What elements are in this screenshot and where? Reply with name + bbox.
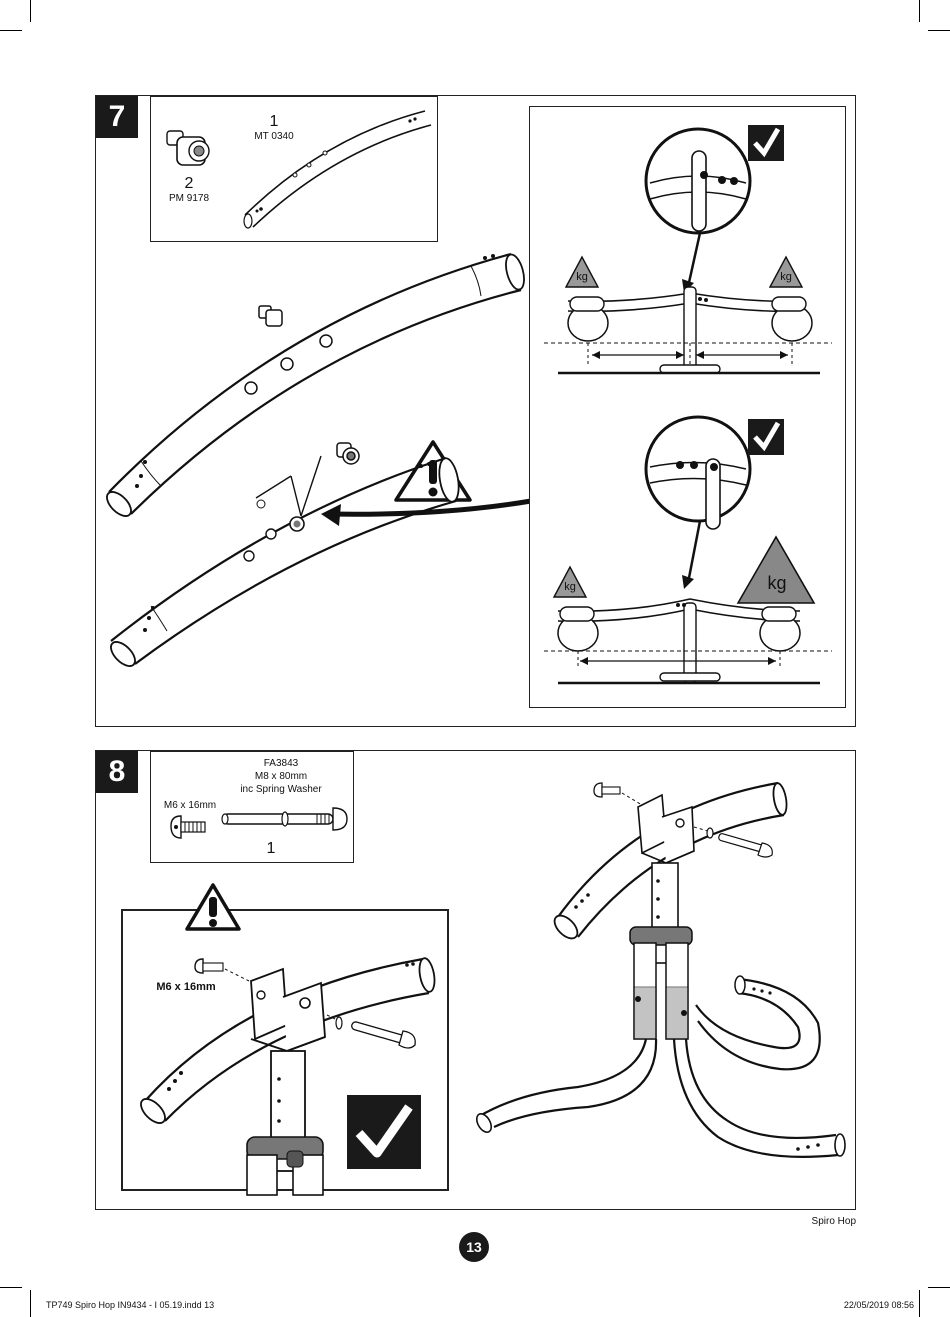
screw-label: M6 x 16mm: [163, 800, 217, 811]
weight-label-large: kg: [767, 573, 787, 593]
step-number: 7: [96, 96, 138, 138]
warning-icon: [185, 883, 241, 931]
bolt-qty: 1: [266, 840, 276, 857]
crop-mark: [919, 1290, 920, 1317]
parts-box: 2 PM 9178 1 MT 0340: [150, 96, 438, 242]
part-2-code: PM 9178: [168, 193, 210, 204]
part-2-qty: 2: [184, 175, 194, 192]
crop-mark: [0, 30, 22, 31]
weight-label: kg: [780, 271, 792, 283]
crop-mark: [0, 1287, 22, 1288]
screw-part-icon: [170, 815, 206, 839]
screw-callout-label: M6 x 16mm: [156, 981, 216, 993]
part-1-code: MT 0340: [254, 131, 294, 142]
footer-datetime: 22/05/2019 08:56: [843, 1300, 914, 1310]
crop-mark: [30, 1290, 31, 1317]
bolt-code: FA3843: [263, 758, 299, 769]
step-number: 8: [96, 751, 138, 793]
long-bolt-part-icon: [221, 807, 348, 831]
step-7-panel: 7 2 PM 9178 1 MT 0340: [95, 95, 856, 727]
bolt-size: M8 x 80mm: [254, 771, 308, 782]
seat-bracket-detail: [140, 957, 436, 1196]
cap-part-icon: [166, 130, 210, 166]
check-icon: [748, 125, 784, 161]
balance-inset-panel: kg kg kg kg: [529, 106, 846, 708]
weight-label: kg: [576, 271, 588, 283]
seat-assembly-drawing: [475, 781, 846, 1158]
weight-icon-left: [564, 255, 600, 288]
page-number-badge: 13: [459, 1232, 489, 1262]
brand-label: Spiro Hop: [811, 1216, 856, 1227]
balance-diagram-top: [544, 125, 832, 375]
check-icon: [748, 419, 784, 455]
weight-icon-left: [552, 565, 588, 598]
bolt-note: inc Spring Washer: [240, 784, 322, 795]
check-icon: [347, 1095, 421, 1169]
crop-mark: [928, 1287, 950, 1288]
part-1-qty: 1: [269, 113, 279, 130]
weight-icon-right: [768, 255, 804, 288]
crop-mark: [928, 30, 950, 31]
detail-callout-box: M6 x 16mm: [121, 883, 449, 1196]
parts-box: FA3843 M8 x 80mm inc Spring Washer M6 x …: [150, 751, 354, 863]
curved-tube-part: [243, 110, 432, 229]
footer-file-label: TP749 Spiro Hop IN9434 - I 05.19.indd 13: [46, 1300, 215, 1310]
weight-label: kg: [564, 581, 576, 593]
tube-assembly-drawing: [106, 252, 532, 667]
crop-mark: [30, 0, 31, 22]
crop-mark: [919, 0, 920, 22]
balance-diagram-bottom: [544, 415, 832, 685]
weight-icon-right: [736, 535, 816, 604]
step-8-panel: 8 FA3843 M8 x 80mm inc Spring Washer M6 …: [95, 750, 856, 1210]
page-number: 13: [466, 1239, 482, 1255]
